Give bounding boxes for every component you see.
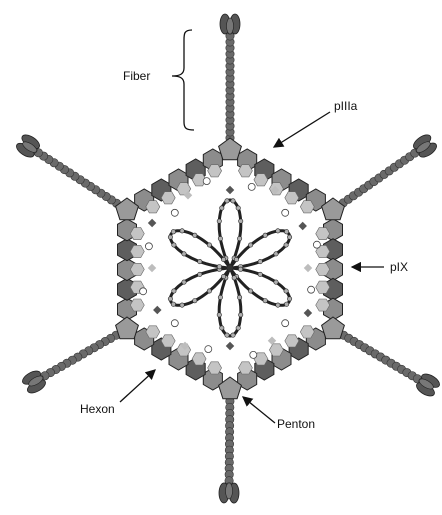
- label-pix: pIX: [390, 260, 408, 274]
- core-protein: [248, 183, 255, 190]
- dna-bead: [198, 259, 202, 263]
- dna-bead: [172, 289, 176, 293]
- penton-arrow-icon: [243, 397, 275, 423]
- dna-bead: [168, 235, 172, 239]
- dna-bead: [258, 272, 262, 276]
- dna-bead: [287, 235, 291, 239]
- label-piiia: pIIIa: [334, 99, 358, 113]
- dna-bead: [172, 243, 176, 247]
- dna-bead: [237, 295, 241, 299]
- core-protein: [171, 320, 178, 327]
- dna-bead: [231, 333, 235, 337]
- core-protein: [205, 346, 212, 353]
- dna-bead: [284, 243, 288, 247]
- fiber-bracket-icon: [172, 30, 194, 130]
- dna-bead: [217, 265, 221, 269]
- core-protein: [171, 209, 178, 216]
- fiber-knob-icon: [220, 14, 240, 34]
- penton-unit: [219, 138, 242, 160]
- dna-bead: [263, 299, 267, 303]
- dna-bead: [263, 233, 267, 237]
- pix-protein: [304, 309, 312, 317]
- dna-bead: [217, 313, 221, 317]
- dna-bead: [284, 289, 288, 293]
- dna-bead: [225, 199, 229, 203]
- label-penton: Penton: [277, 417, 315, 431]
- pix-protein: [226, 186, 234, 194]
- dna-bead: [284, 230, 288, 234]
- dna-bead: [239, 313, 243, 317]
- core-center: [227, 265, 233, 271]
- hexon-arrow-icon: [120, 370, 155, 402]
- dna-bead: [238, 267, 242, 271]
- dna-bead: [171, 302, 175, 306]
- pix-protein: [226, 342, 234, 350]
- pix-protein: [148, 219, 156, 227]
- dna-bead: [221, 274, 225, 278]
- dna-bead: [236, 206, 240, 210]
- dna-core: [168, 199, 292, 338]
- pix-protein: [298, 222, 306, 230]
- penton-unit: [116, 317, 139, 339]
- pix-protein: [153, 306, 161, 314]
- core-protein: [145, 243, 152, 250]
- dna-bead: [276, 229, 280, 233]
- dna-bead: [232, 276, 236, 280]
- dna-bead: [182, 280, 186, 284]
- dna-bead: [220, 326, 224, 330]
- knob-lobe: [225, 483, 232, 499]
- dna-bead: [274, 280, 278, 284]
- dna-bead: [193, 233, 197, 237]
- pix-protein: [148, 264, 156, 272]
- core-protein: [308, 286, 315, 293]
- label-fiber: Fiber: [123, 69, 150, 83]
- dna-bead: [234, 257, 238, 261]
- core-protein: [140, 288, 147, 295]
- dna-bead: [276, 303, 280, 307]
- core-protein: [282, 209, 289, 216]
- dna-bead: [221, 257, 225, 261]
- dna-bead: [239, 219, 243, 223]
- dna-bead: [258, 259, 262, 263]
- dna-bead: [198, 272, 202, 276]
- dna-bead: [207, 289, 211, 293]
- dna-bead: [225, 333, 229, 337]
- dna-bead: [236, 326, 240, 330]
- dna-bead: [218, 236, 222, 240]
- dna-bead: [171, 230, 175, 234]
- dna-bead: [218, 295, 222, 299]
- dna-bead: [231, 199, 235, 203]
- core-protein: [282, 320, 289, 327]
- core-protein: [203, 178, 210, 185]
- dna-bead: [182, 252, 186, 256]
- dna-bead: [287, 297, 291, 301]
- dna-bead: [207, 243, 211, 247]
- dna-bead: [274, 252, 278, 256]
- dna-bead: [193, 299, 197, 303]
- fiber-knob-icon: [219, 483, 239, 503]
- dna-bead: [220, 206, 224, 210]
- dna-bead: [168, 297, 172, 301]
- piiia-arrow-icon: [274, 112, 330, 147]
- dna-bead: [284, 302, 288, 306]
- core-protein: [250, 351, 257, 358]
- knob-lobe: [227, 18, 234, 34]
- dna-bead: [248, 243, 252, 247]
- dna-bead: [180, 229, 184, 233]
- dna-bead: [180, 303, 184, 307]
- penton-unit: [322, 317, 345, 339]
- core-protein: [313, 241, 320, 248]
- dna-bead: [217, 219, 221, 223]
- dna-bead: [248, 289, 252, 293]
- dna-bead: [237, 236, 241, 240]
- label-hexon: Hexon: [80, 402, 115, 416]
- pix-protein: [304, 264, 312, 272]
